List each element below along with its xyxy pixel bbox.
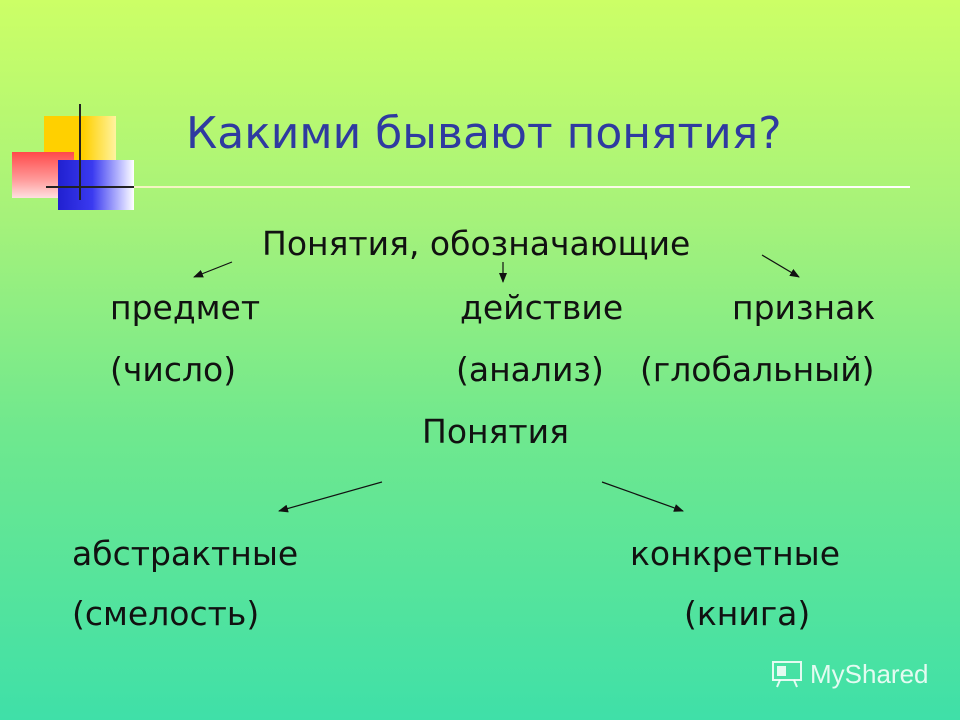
category-subject: предмет — [110, 288, 261, 327]
arrow-to-attribute — [761, 254, 800, 278]
presentation-board-icon — [772, 661, 802, 688]
example-attribute: (глобальный) — [640, 350, 875, 389]
decor-vertical-line — [79, 104, 81, 200]
decor-blue-square — [58, 160, 134, 210]
example-action: (анализ) — [456, 350, 604, 389]
arrow-to-abstract — [278, 481, 383, 513]
arrow-to-concrete — [601, 481, 684, 512]
watermark: MyShared — [770, 656, 929, 692]
top-header: Понятия, обозначающие — [262, 224, 691, 263]
title-underline — [134, 186, 910, 188]
category-attribute: признак — [732, 288, 876, 327]
slide-title: Какими бывают понятия? — [186, 108, 782, 159]
decor-horizontal-line-dark — [46, 186, 136, 188]
kind-concrete: конкретные — [630, 534, 841, 573]
watermark-text: MyShared — [810, 658, 929, 689]
second-header: Понятия — [422, 412, 569, 451]
example-subject: (число) — [110, 350, 237, 389]
kind-abstract: абстрактные — [72, 534, 299, 573]
arrow-to-subject — [193, 261, 233, 278]
example-concrete: (книга) — [684, 594, 811, 633]
category-action: действие — [460, 288, 624, 327]
example-abstract: (смелость) — [72, 594, 260, 633]
